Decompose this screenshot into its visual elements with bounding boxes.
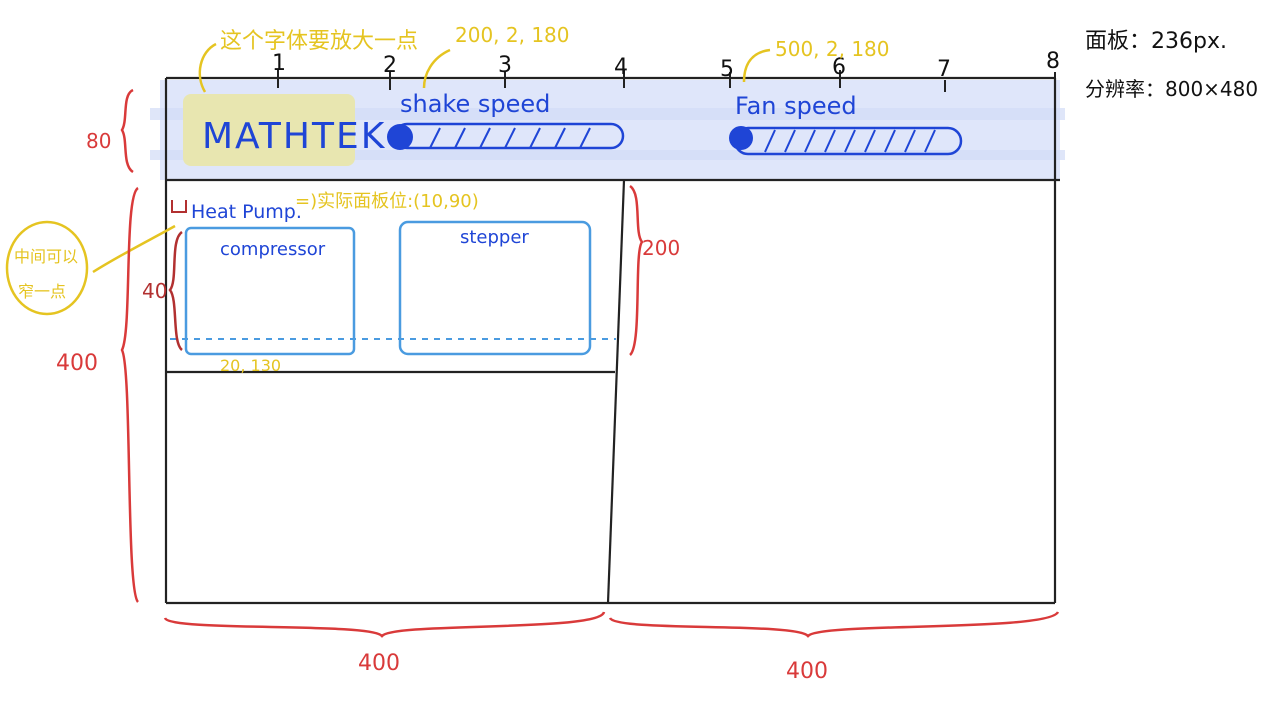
shake-speed-label: shake speed xyxy=(400,90,550,118)
fan-slider-knob[interactable] xyxy=(729,126,753,150)
body-height-brace xyxy=(120,186,140,603)
heat-pump-bottom-coord: 20, 130 xyxy=(220,356,281,375)
brand-highlight xyxy=(183,94,355,166)
panel-size-note: 面板：236px. xyxy=(1085,29,1227,54)
body-height-label: 400 xyxy=(56,351,98,376)
fan-slider-hatch xyxy=(764,129,936,153)
ruler-number-4: 4 xyxy=(614,55,628,80)
shake-speed-slider[interactable] xyxy=(387,122,625,150)
resolution-note: 分辨率：800×480 xyxy=(1085,77,1258,101)
font-size-note: 这个字体要放大一点 xyxy=(220,29,418,54)
side-note-line2: 窄一点 xyxy=(18,282,66,301)
bottom-left-label: 400 xyxy=(358,651,400,676)
shake-slider-knob[interactable] xyxy=(387,124,413,150)
ruler-number-7: 7 xyxy=(937,57,951,82)
header-band-stroke-2 xyxy=(150,150,1065,160)
stepper-label: stepper xyxy=(460,227,529,248)
side-note-line1: 中间可以 xyxy=(14,247,78,266)
font-size-note-arrow xyxy=(198,42,217,93)
ruler-number-6: 6 xyxy=(832,55,846,80)
bottom-right-label: 400 xyxy=(786,659,828,684)
header-height-brace xyxy=(120,88,134,174)
ruler-number-5: 5 xyxy=(720,57,734,82)
ruler-number-3: 3 xyxy=(498,53,512,78)
header-height-label: 80 xyxy=(86,129,111,153)
stepper-box[interactable] xyxy=(398,220,592,356)
ruler-ticks xyxy=(277,70,1056,92)
shake-coord-arrow xyxy=(422,48,451,89)
outer-frame xyxy=(164,76,1060,605)
ruler-number-1: 1 xyxy=(272,51,286,76)
fan-speed-slider[interactable] xyxy=(729,126,963,156)
right-height-label: 200 xyxy=(642,236,680,260)
heat-pump-label: Heat Pump. xyxy=(191,201,302,223)
fan-coord-arrow xyxy=(742,48,771,83)
fan-speed-label: Fan speed xyxy=(735,92,857,120)
box-height-label: 40 xyxy=(142,279,167,303)
shake-coord-note: 200, 2, 180 xyxy=(455,23,570,47)
brand-logo: MATHTEK xyxy=(202,116,386,157)
ruler-numbers: 1 2 3 4 5 6 7 8 xyxy=(272,49,1060,82)
compressor-label: compressor xyxy=(220,239,326,260)
heat-pump-mini-bracket xyxy=(171,200,187,213)
ruler-number-8: 8 xyxy=(1046,49,1060,74)
ruler-number-2: 2 xyxy=(383,53,397,78)
bottom-left-brace xyxy=(163,611,606,638)
fan-coord-note: 500, 2, 180 xyxy=(775,37,890,61)
right-height-brace xyxy=(628,184,644,356)
heat-pump-position-note: =)实际面板位:(10,90) xyxy=(295,191,479,212)
side-note-arrow xyxy=(92,224,176,274)
bottom-right-brace xyxy=(608,611,1060,638)
box-height-brace xyxy=(168,230,183,351)
shake-slider-hatch xyxy=(429,127,591,149)
header-band-stroke xyxy=(150,108,1065,120)
side-note-bubble xyxy=(5,220,89,316)
compressor-box[interactable] xyxy=(184,226,356,356)
